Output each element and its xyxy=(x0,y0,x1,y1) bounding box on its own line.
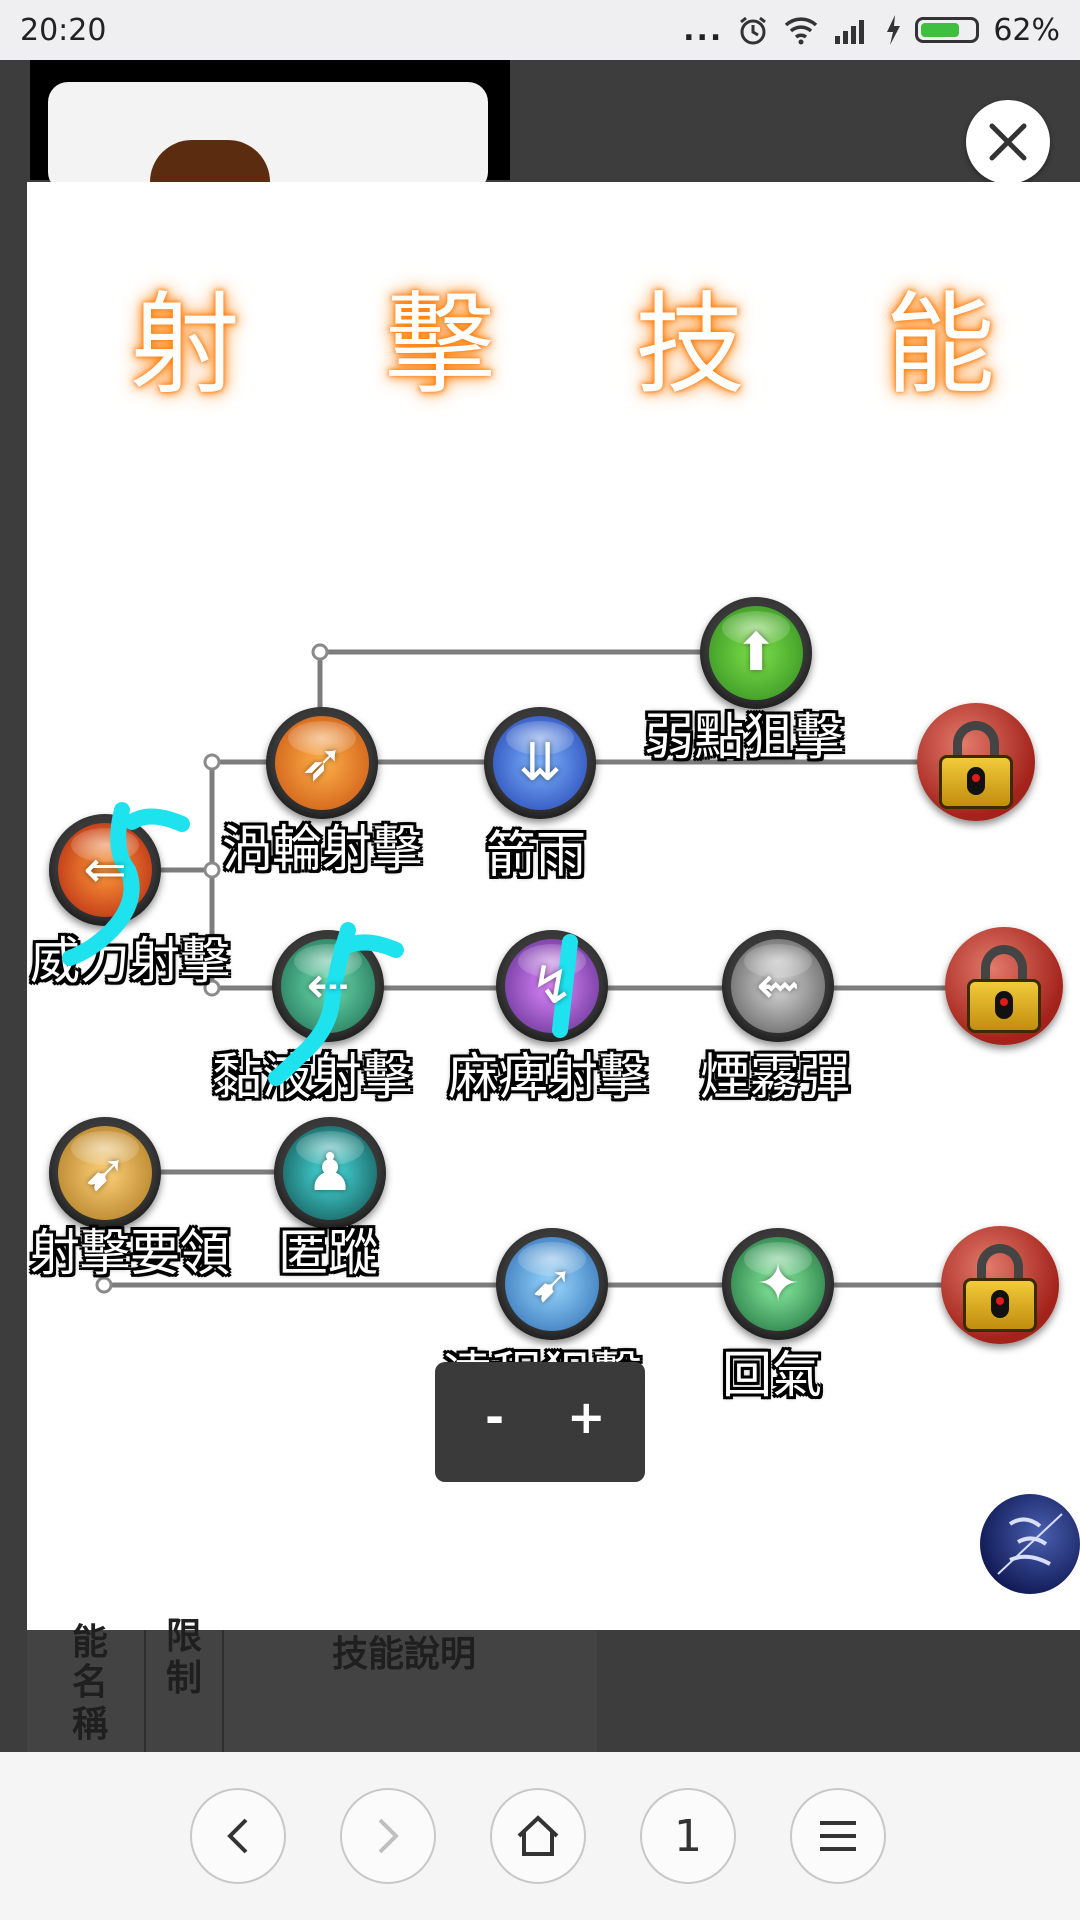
locked-skill-slot-2[interactable] xyxy=(945,927,1063,1045)
charging-icon xyxy=(887,15,901,45)
title-char-1: 射 xyxy=(130,281,240,409)
avatar-logo-icon xyxy=(997,1513,1063,1575)
status-time: 20:20 xyxy=(20,12,107,48)
person-silhouette-icon: ♟ xyxy=(306,1143,354,1203)
bow-icon: ➹ xyxy=(83,1143,127,1203)
table-header-description: 技能說明 xyxy=(332,1634,477,1675)
long-range-snipe-skill[interactable]: ➹ xyxy=(496,1228,608,1340)
home-icon xyxy=(517,1815,559,1856)
status-bar: 20:20 ... 62% xyxy=(0,0,1080,60)
skill-table-header xyxy=(27,1630,599,1752)
paralyze-shot-skill[interactable]: ↯ xyxy=(496,930,608,1042)
wifi-icon xyxy=(785,17,818,45)
smoke-arrow-icon: ⇜ xyxy=(756,956,800,1016)
recover-skill[interactable]: ✦ xyxy=(722,1228,834,1340)
title-char-3: 技 xyxy=(635,281,745,409)
close-icon xyxy=(989,123,1027,161)
alarm-icon xyxy=(740,16,767,45)
recover-label: 回氣 xyxy=(722,1346,822,1404)
zoom-controls: - + xyxy=(435,1362,645,1482)
battery-icon xyxy=(915,17,980,43)
slime-arrow-icon: ⇠ xyxy=(306,956,350,1016)
title-char-4: 能 xyxy=(885,281,995,409)
vortex-shot-label: 渦輪射擊 xyxy=(222,820,422,878)
paralyze-shot-label: 麻痺射擊 xyxy=(448,1048,648,1106)
fire-arrow-icon: ⇐ xyxy=(83,840,127,900)
zoom-in-button[interactable]: + xyxy=(567,1390,606,1444)
locked-skill-slot-1[interactable] xyxy=(917,703,1035,821)
sticky-shot-label: 黏液射擊 xyxy=(212,1048,412,1106)
arrow-rain-label: 箭雨 xyxy=(486,826,586,884)
arrow-rain-skill[interactable]: ⇊ xyxy=(484,707,596,819)
background-right-area xyxy=(597,1630,1080,1752)
sparkle-icon: ✦ xyxy=(756,1254,800,1314)
weak-point-snipe-label: 弱點狙擊 xyxy=(644,708,844,766)
sticky-shot-skill[interactable]: ⇠ xyxy=(272,930,384,1042)
weak-point-snipe-skill[interactable]: ⬆ xyxy=(700,597,812,709)
signal-icon xyxy=(835,20,865,44)
multi-arrow-icon: ➶ xyxy=(300,733,344,793)
stealth-label: 匿蹤 xyxy=(278,1224,378,1282)
battery-percent: 62% xyxy=(993,12,1060,48)
locked-skill-slot-3[interactable] xyxy=(941,1226,1059,1344)
table-header-limit-char-1: 限 xyxy=(166,1616,203,1657)
up-arrow-icon: ⬆ xyxy=(734,623,778,683)
tab-count: 1 xyxy=(674,1810,702,1862)
forward-button[interactable] xyxy=(340,1788,436,1884)
tabs-button[interactable]: 1 xyxy=(640,1788,736,1884)
lightning-arrow-icon: ↯ xyxy=(530,956,574,1016)
more-notifications-icon: ... xyxy=(683,12,724,48)
table-header-limit-char-2: 制 xyxy=(166,1658,203,1699)
avatar[interactable] xyxy=(980,1494,1080,1594)
status-icons: ... 62% xyxy=(683,13,1060,48)
table-header-name-char-2: 名 xyxy=(72,1662,109,1703)
down-arrows-icon: ⇊ xyxy=(518,733,562,793)
close-button[interactable] xyxy=(966,100,1050,184)
menu-button[interactable] xyxy=(790,1788,886,1884)
background-image-fragment xyxy=(150,140,270,182)
smoke-bomb-skill[interactable]: ⇜ xyxy=(722,930,834,1042)
chevron-right-icon xyxy=(378,1818,399,1854)
chevron-left-icon xyxy=(227,1818,248,1854)
table-header-name-char-1: 能 xyxy=(72,1622,109,1663)
table-header-name-char-3: 稱 xyxy=(72,1704,109,1745)
stealth-skill[interactable]: ♟ xyxy=(274,1117,386,1229)
zoom-out-button[interactable]: - xyxy=(485,1390,505,1444)
bow-icon: ➹ xyxy=(530,1254,574,1314)
power-shot-skill[interactable]: ⇐ xyxy=(49,814,161,926)
back-button[interactable] xyxy=(190,1788,286,1884)
vortex-shot-skill[interactable]: ➶ xyxy=(266,707,378,819)
browser-nav-bar: 1 xyxy=(0,1752,1080,1920)
shooting-essentials-label: 射擊要領 xyxy=(30,1224,230,1282)
home-button[interactable] xyxy=(490,1788,586,1884)
title-char-2: 擊 xyxy=(385,281,495,409)
shooting-essentials-skill[interactable]: ➹ xyxy=(49,1117,161,1229)
menu-icon xyxy=(820,1821,856,1851)
smoke-bomb-label: 煙霧彈 xyxy=(700,1048,850,1106)
